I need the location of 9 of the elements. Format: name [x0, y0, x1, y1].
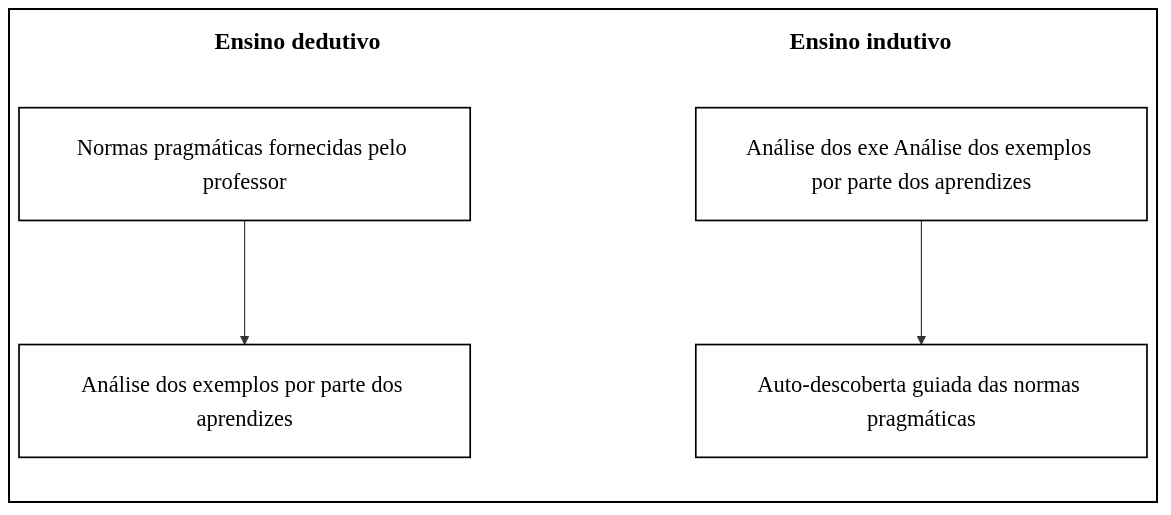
- node-box: [18, 343, 472, 459]
- node-box: [18, 106, 472, 222]
- column-heading: Ensino indutivo: [789, 28, 952, 55]
- node-box: [694, 343, 1148, 459]
- arrow: [239, 219, 250, 345]
- column-heading: Ensino dedutivo: [214, 28, 381, 55]
- frame-border: Ensino dedutivo Ensino indutivo Normas pragmáticas fornecidas pelo professor Análise dos exemplos por parte dos aprendizes Análise dos exe Análise dos exemplos por parte dos aprendizes Auto-descoberta guiada das normas pragmáticas: [8, 8, 1158, 503]
- node-box: [694, 106, 1148, 222]
- arrow: [916, 219, 927, 345]
